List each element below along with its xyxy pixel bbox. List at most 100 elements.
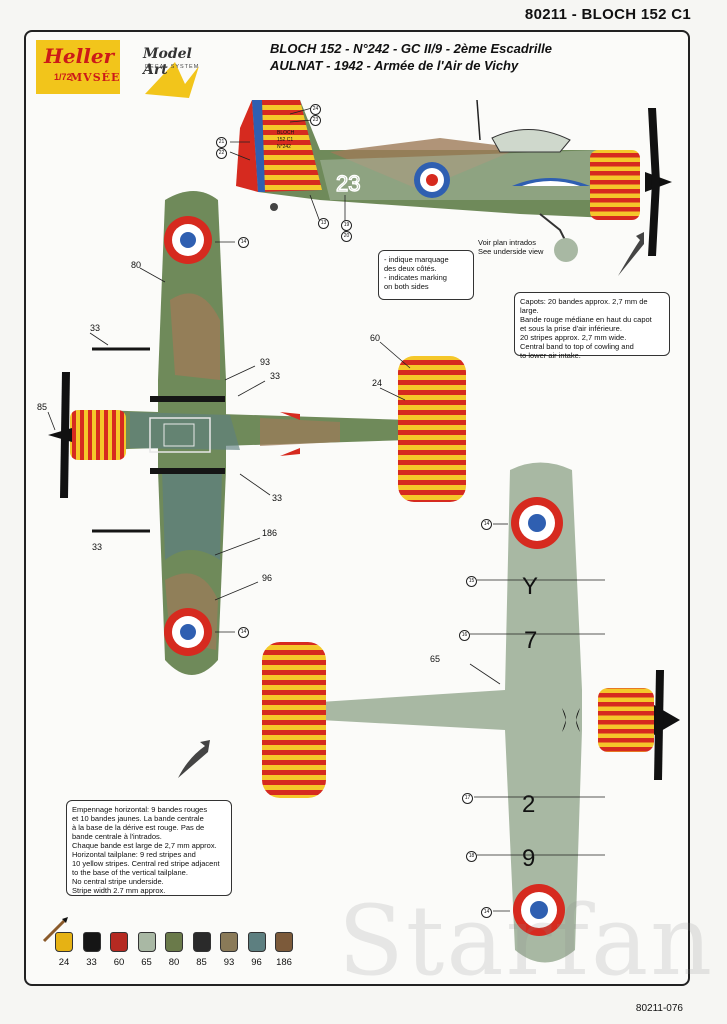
underside-ref-en: See underside view [478,247,544,256]
callout-top-14-a: 14 [238,237,249,248]
label-33-c: 33 [272,493,283,503]
paint-code: 65 [141,957,152,968]
callout-under-18: 18 [466,851,477,862]
paint-pot [55,932,73,952]
label-85: 85 [37,402,48,412]
tailplane-line-6: Horizontal tailplane: 9 red stripes and [72,850,196,859]
paint-pot [192,932,211,952]
under-letter-7: 7 [524,627,537,654]
callout-13: 13 [318,218,329,229]
under-letter-y: Y [522,573,538,600]
label-60: 60 [370,333,381,343]
flip-arrow-icon-2 [178,740,210,778]
callout-22: 22 [216,148,227,159]
underside-view [262,462,680,963]
title-line-1: BLOCH 152 - N°242 - GC II/9 - 2ème Escad… [270,41,552,56]
callout-23: 23 [310,115,321,126]
paint-swatch: 80 [165,932,183,968]
heller-logo-scale: 1/72 [54,72,72,82]
model-art-mark [145,62,199,98]
paint-swatch: 93 [220,932,238,968]
callout-under-14-b: 14 [481,907,492,918]
both-sides-line-2: des deux côtés. [384,264,437,273]
heller-logo-musee: MVSÉE [70,71,121,84]
callout-under-14-a: 14 [481,519,492,530]
paint-swatch: 96 [247,932,266,968]
title-line-2: AULNAT - 1942 - Armée de l'Air de Vichy [270,58,519,73]
page-reference: 80211-076 [635,1003,683,1014]
model-art-logo: Model Art DECAL SYSTEM [135,44,215,100]
underside-ref-fr: Voir plan intrados [478,238,536,247]
label-65: 65 [430,654,441,664]
label-80: 80 [131,260,142,270]
paint-code: 24 [58,957,70,968]
paint-swatch: 186 [275,932,293,968]
tailplane-line-9: No central stripe underside. [72,877,164,886]
paint-swatch: 33 [82,932,101,968]
label-93: 93 [260,357,271,367]
fin-text-1: BLOCH [277,130,295,136]
side-view [236,99,672,262]
callout-19: 19 [341,220,352,231]
fin-text-3: N°242 [277,144,291,150]
callout-top-14-b: 14 [238,627,249,638]
both-sides-line-1: - indique marquage [384,255,449,264]
under-letter-2: 2 [522,791,535,818]
page-title: BLOCH 152 - N°242 - GC II/9 - 2ème Escad… [270,40,552,74]
cowling-line-3: et sous la prise d'air inférieure. [520,324,622,333]
paint-code: 186 [276,957,292,968]
paint-swatch: 60 [110,932,128,968]
cowling-line-1: Capots: 20 bandes approx. 2,7 mm de larg… [520,297,648,315]
tailplane-line-10: Stripe width 2.7 mm approx. [72,886,166,895]
cowling-line-6: to lower air intake. [520,351,581,360]
callout-under-17: 17 [462,793,473,804]
tailplane-line-7: 10 yellow stripes. Central red stripe ad… [72,859,220,868]
paint-pot [247,932,266,952]
tailplane-note: Empennage horizontal: 9 bandes rouges et… [66,800,232,896]
cowling-note: Capots: 20 bandes approx. 2,7 mm de larg… [514,292,670,360]
paint-swatch: 85 [192,932,211,968]
tailplane-line-8: to the base of the vertical tailplane. [72,868,188,877]
paint-pot [82,932,101,952]
model-art-logo-text: Model Art [143,46,192,78]
cowling-line-4: 20 stripes approx. 2,7 mm wide. [520,333,627,342]
paint-swatch: 65 [137,932,156,968]
tailplane-line-2: et 10 bandes jaunes. La bande centrale [72,814,204,823]
leader-lines [47,107,605,912]
paint-pot [275,932,293,952]
cowling-line-2: Bande rouge médiane en haut du capot [520,315,652,324]
label-33-d: 33 [92,542,103,552]
label-33-b: 33 [270,371,281,381]
paintbrush-icon [42,917,68,943]
heller-logo-text: Heller [44,44,115,68]
callout-20: 20 [341,231,352,242]
paint-swatch: 24 [55,932,73,968]
under-letter-9: 9 [522,845,535,872]
both-sides-line-4: on both sides [384,282,429,291]
label-186: 186 [262,528,278,538]
kit-code: 80211 - BLOCH 152 C1 [524,6,691,23]
paint-code: 80 [168,957,180,968]
paint-code: 85 [196,957,207,968]
paint-code: 33 [86,957,97,968]
paint-pot [110,932,128,952]
heller-logo: Heller 1/72 MVSÉE [36,40,120,94]
label-33-a: 33 [90,323,101,333]
tailplane-line-4: bande centrale à l'intrados. [72,832,162,841]
watermark-text: Starfan [338,885,715,997]
cowling-line-5: Central band to top of cowling and [520,342,634,351]
callout-under-15: 15 [466,576,477,587]
label-24: 24 [372,378,383,388]
paint-pot [137,932,156,952]
tailplane-line-5: Chaque bande est large de 2,7 mm approx. [72,841,217,850]
paint-code: 96 [251,957,262,968]
callout-24: 24 [310,104,321,115]
top-view [48,191,466,675]
both-sides-note: - indique marquage des deux côtés. - ind… [378,250,474,300]
paint-pot [165,932,183,952]
both-sides-line-3: - indicates marking [384,273,447,282]
model-art-logo-sub: DECAL SYSTEM [145,64,200,70]
flip-arrow-icon [618,232,644,276]
paint-code: 93 [223,957,235,968]
